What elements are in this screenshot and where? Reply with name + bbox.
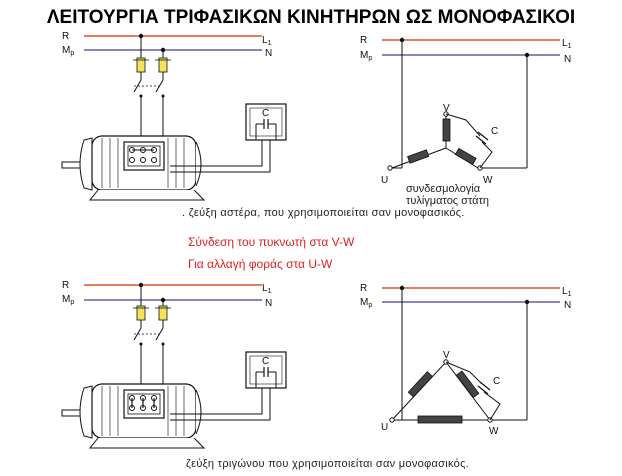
capacitor-label: C: [262, 356, 269, 367]
top-left-diagram: R Mp L1 N: [61, 31, 287, 201]
switch-icon: [133, 72, 165, 98]
label-Mp: Mp: [62, 45, 74, 57]
label-W: W: [489, 426, 499, 437]
note-reverse-uw: Για αλλαγή φοράς στα U-W: [188, 257, 333, 271]
label-N: N: [564, 300, 571, 311]
capacitor-label: C: [262, 108, 269, 119]
top-right-diagram: R Mp L1 N V U W: [360, 35, 572, 207]
terminal-block-delta: [129, 395, 157, 411]
delta-winding: [389, 359, 493, 424]
capacitor-icon: [445, 361, 501, 421]
winding-caption-1: συνδεσμολογία: [406, 183, 481, 195]
label-C: C: [493, 376, 500, 387]
label-N: N: [265, 48, 272, 59]
terminal-block-star: [129, 147, 157, 163]
motor-icon: [61, 135, 205, 201]
label-U: U: [381, 175, 388, 186]
label-R: R: [62, 280, 69, 291]
label-V: V: [443, 350, 450, 361]
label-U: U: [381, 422, 388, 433]
fuse-icon: [133, 305, 171, 321]
label-Mp: Mp: [360, 50, 372, 62]
bottom-left-diagram: R Mp L1 N: [61, 280, 287, 449]
label-N: N: [265, 298, 272, 309]
capacitor-icon: [445, 113, 493, 169]
label-C: C: [491, 126, 498, 137]
caption-delta: ζεύξη τριγώνου που χρησιμοποιείται σαν μ…: [186, 458, 470, 470]
fuse-icon: [133, 57, 171, 73]
label-L1: L1: [262, 283, 272, 295]
capacitor-icon: [255, 119, 277, 140]
motor-icon: [61, 383, 205, 449]
label-R: R: [62, 31, 69, 42]
note-capacitor-vw: Σύνδεση του πυκνωτή στα V-W: [188, 235, 355, 249]
label-L1: L1: [262, 35, 272, 47]
label-R: R: [360, 283, 367, 294]
label-L1: L1: [562, 38, 572, 50]
capacitor-icon: [255, 367, 277, 388]
winding-caption-2: τυλίγματος στάτη: [406, 195, 489, 207]
star-winding: [387, 111, 483, 171]
label-Mp: Mp: [62, 294, 74, 306]
label-N: N: [564, 54, 571, 65]
label-V: V: [443, 103, 450, 114]
label-Mp: Mp: [360, 297, 372, 309]
label-W: W: [483, 175, 493, 186]
bottom-right-diagram: R Mp L1 N V U W C: [360, 283, 572, 437]
label-L1: L1: [562, 286, 572, 298]
label-R: R: [360, 35, 367, 46]
page-title: ΛΕΙΤΟΥΡΓΙΑ ΤΡΙΦΑΣΙΚΩΝ ΚΙΝΗΤΗΡΩΝ ΩΣ ΜΟΝΟΦ…: [46, 7, 576, 28]
switch-icon: [133, 320, 165, 346]
caption-star: . ζεύξη αστέρα, που χρησιμοποιείται σαν …: [182, 207, 465, 219]
